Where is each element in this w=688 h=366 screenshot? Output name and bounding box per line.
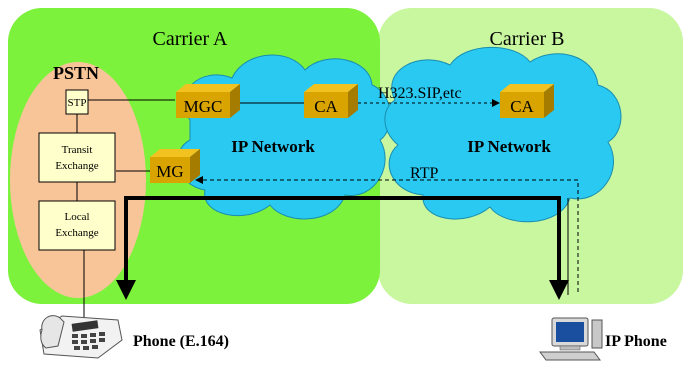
call-path (124, 196, 561, 282)
ca-b-label: CA (510, 97, 534, 116)
mg-label: MG (156, 162, 183, 181)
mgc-label: MGC (184, 97, 223, 116)
phone-label: Phone (E.164) (133, 333, 229, 350)
carrier-b-label: Carrier B (490, 28, 565, 50)
ca-b-node: CA (500, 84, 554, 118)
ca-a-node: CA (304, 84, 358, 118)
transit-exchange-box (38, 132, 116, 183)
mgc-node: MGC (176, 84, 240, 118)
rtp-link (195, 176, 579, 292)
mg-node: MG (150, 149, 200, 183)
stp-box (65, 89, 89, 115)
pstn-title: PSTN (53, 63, 99, 83)
cloud-b (384, 46, 622, 223)
telephone-icon (39, 315, 123, 359)
local-exchange-box (38, 200, 116, 251)
transit-label-2: Exchange (55, 160, 98, 172)
rtp-label: RTP (410, 165, 438, 182)
cloud-b-label: IP Network (467, 137, 551, 156)
ip-phone-label: IP Phone (605, 333, 667, 350)
stp-label: STP (68, 97, 87, 109)
local-label-1: Local (64, 211, 89, 223)
computer-icon (539, 317, 603, 361)
cloud-a-label: IP Network (231, 137, 315, 156)
carrier-a-label: Carrier A (153, 28, 229, 50)
local-label-2: Exchange (55, 227, 98, 239)
signaling-label: H323.SIP,etc (378, 85, 462, 102)
ca-a-label: CA (314, 97, 338, 116)
transit-label-1: Transit (62, 144, 93, 156)
